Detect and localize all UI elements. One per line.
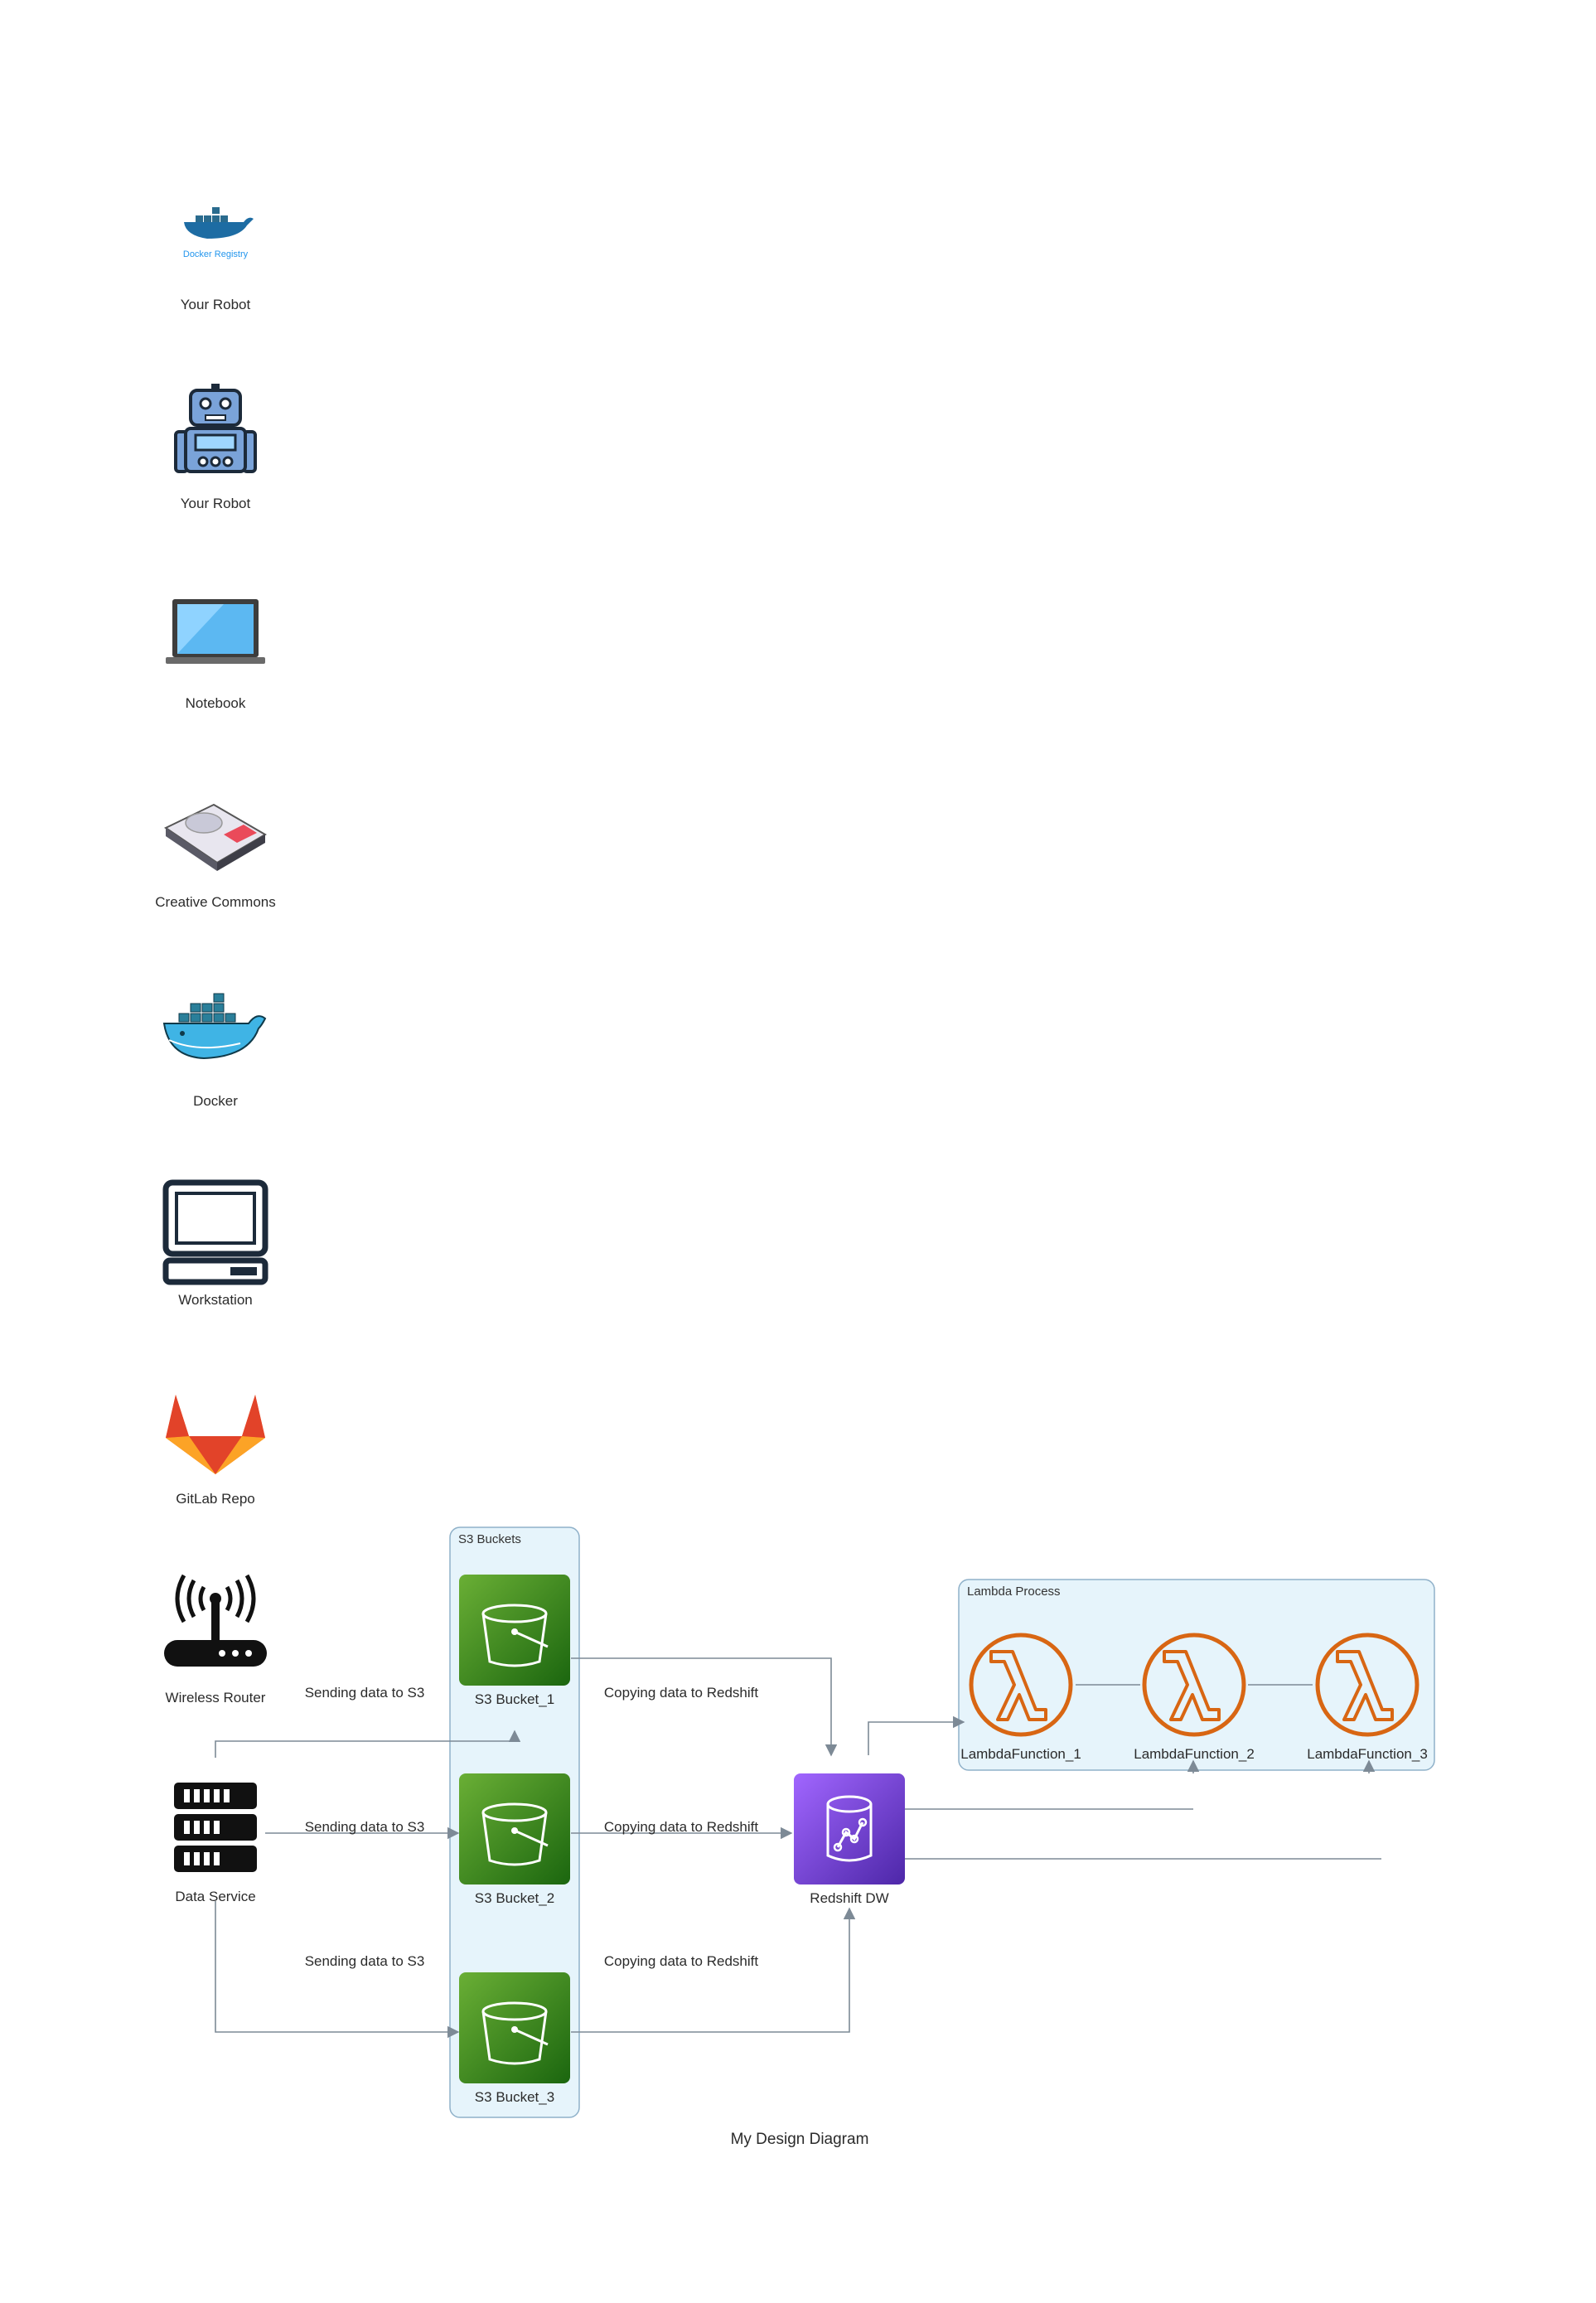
docker-whale-icon	[162, 993, 267, 1060]
lambda-cluster-label: Lambda Process	[967, 1585, 1061, 1599]
wireless-router-icon	[164, 1574, 267, 1667]
gitlab-icon	[166, 1395, 265, 1474]
lambda-function-2-label: LambdaFunction_2	[1134, 1746, 1255, 1762]
workstation-icon	[162, 1179, 268, 1285]
docker-registry-label: Your Robot	[181, 297, 251, 312]
server-icon	[174, 1783, 257, 1872]
s3-bucket-2-label: S3 Bucket_2	[475, 1890, 554, 1906]
s3-bucket-1-node[interactable]: S3 Bucket_1	[459, 1575, 570, 1707]
lambda-function-3-label: LambdaFunction_3	[1307, 1746, 1428, 1762]
hard-drive-icon	[164, 803, 267, 871]
s3-cluster-label: S3 Buckets	[458, 1532, 521, 1546]
lambda-function-3-node[interactable]: LambdaFunction_3	[1307, 1635, 1428, 1762]
robot-label: Your Robot	[181, 496, 251, 511]
lambda-function-2-node[interactable]: LambdaFunction_2	[1134, 1635, 1255, 1762]
edge-send-1-label: Sending data to S3	[305, 1685, 425, 1701]
diagram-title: My Design Diagram	[731, 2131, 869, 2148]
gitlab-node[interactable]: GitLab Repo	[166, 1395, 265, 1507]
docker-registry-node[interactable]: Docker Registry Your Robot	[181, 207, 254, 312]
robot-node[interactable]: Your Robot	[174, 384, 257, 511]
edge-copy-1	[571, 1657, 838, 1757]
edge-redshift-lambda	[868, 1715, 965, 1755]
robot-icon	[174, 384, 257, 473]
data-service-node[interactable]: Data Service	[174, 1783, 257, 1904]
s3-bucket-3-label: S3 Bucket_3	[475, 2089, 554, 2105]
data-service-label: Data Service	[175, 1889, 255, 1904]
s3-bucket-1-label: S3 Bucket_1	[475, 1691, 554, 1707]
s3-bucket-2-node[interactable]: S3 Bucket_2	[459, 1773, 570, 1906]
edge-send-3-label: Sending data to S3	[305, 1953, 425, 1969]
edge-copy-3	[571, 1907, 856, 2033]
edge-copy-2-label: Copying data to Redshift	[604, 1819, 758, 1835]
edges: Sending data to S3 Sending data to S3 Se…	[215, 1657, 1381, 2039]
creative-commons-label: Creative Commons	[155, 894, 276, 910]
creative-commons-node[interactable]: Creative Commons	[155, 803, 276, 910]
edge-send-2-label: Sending data to S3	[305, 1819, 425, 1835]
workstation-node[interactable]: Workstation	[162, 1179, 268, 1308]
redshift-label: Redshift DW	[810, 1890, 888, 1906]
wireless-router-node[interactable]: Wireless Router	[164, 1574, 267, 1705]
lambda-function-1-node[interactable]: LambdaFunction_1	[960, 1635, 1081, 1762]
edge-copy-1-label: Copying data to Redshift	[604, 1685, 758, 1701]
s3-bucket-3-node[interactable]: S3 Bucket_3	[459, 1972, 570, 2105]
notebook-node[interactable]: Notebook	[166, 599, 265, 711]
docker-node[interactable]: Docker	[162, 993, 267, 1109]
lambda-function-1-label: LambdaFunction_1	[960, 1746, 1081, 1762]
edge-send-1	[215, 1730, 521, 1758]
notebook-label: Notebook	[186, 695, 246, 711]
docker-label: Docker	[193, 1093, 238, 1109]
gitlab-label: GitLab Repo	[176, 1491, 254, 1507]
edge-copy-3-label: Copying data to Redshift	[604, 1953, 758, 1969]
workstation-label: Workstation	[178, 1292, 252, 1308]
wireless-router-label: Wireless Router	[166, 1690, 266, 1705]
redshift-node[interactable]: Redshift DW	[794, 1773, 905, 1906]
laptop-icon	[166, 599, 265, 664]
docker-registry-logo-text: Docker Registry	[183, 249, 249, 259]
docker-registry-icon: Docker Registry	[183, 207, 254, 259]
edge-send-3	[215, 1901, 460, 2039]
redshift-icon	[826, 1795, 873, 1862]
